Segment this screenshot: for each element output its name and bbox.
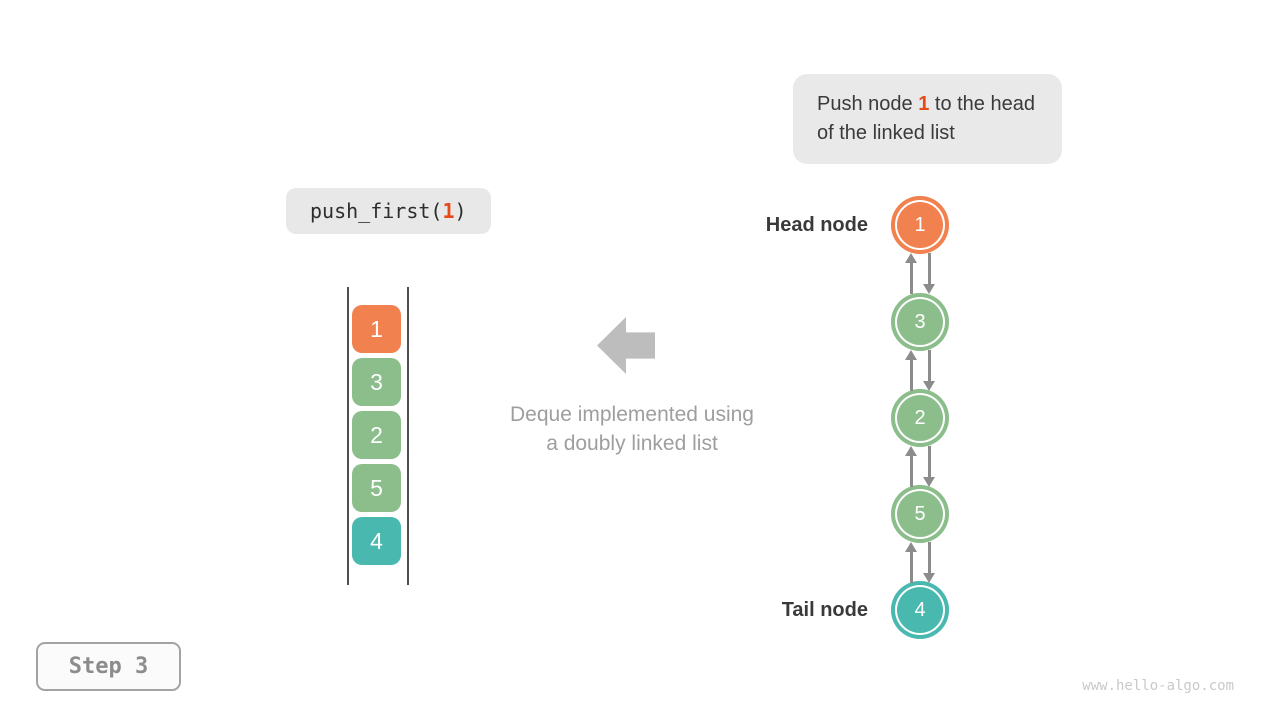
tail-node-label: Tail node: [781, 599, 868, 621]
node-value: 2: [914, 406, 926, 429]
list-node-head: 1: [891, 196, 949, 254]
link-arrows: [891, 350, 949, 391]
callout-highlight: 1: [918, 93, 930, 115]
down-arrow-icon: [923, 350, 935, 391]
link-arrows: [891, 542, 949, 583]
link-arrows: [891, 446, 949, 487]
callout-text: Push node: [817, 93, 919, 115]
stack-cell: 1: [352, 305, 401, 353]
list-node: 2: [891, 389, 949, 447]
callout-text: to the head of the linked list: [817, 93, 1035, 144]
link-arrows: [891, 253, 949, 294]
up-arrow-icon: [905, 542, 917, 583]
code-label: push_first(1): [286, 188, 491, 234]
watermark: www.hello-algo.com: [1082, 678, 1234, 694]
step-badge: Step 3: [36, 642, 181, 691]
node-value: 5: [914, 502, 926, 525]
left-arrow-icon: [597, 317, 655, 374]
list-node-tail: 4: [891, 581, 949, 639]
stack-cell: 4: [352, 517, 401, 565]
array-rail-left: [347, 287, 349, 585]
deque-note: Deque implemented using a doubly linked …: [460, 400, 804, 458]
node-value: 1: [914, 213, 926, 236]
node-value: 3: [914, 310, 926, 333]
code-arg-highlight: 1: [442, 199, 455, 223]
stack-cell: 2: [352, 411, 401, 459]
down-arrow-icon: [923, 253, 935, 294]
code-text: ): [454, 199, 467, 223]
head-node-label: Head node: [765, 214, 868, 236]
down-arrow-icon: [923, 542, 935, 583]
instruction-callout: Push node 1 to the head of the linked li…: [793, 74, 1062, 164]
list-node: 3: [891, 293, 949, 351]
down-arrow-icon: [923, 446, 935, 487]
code-text: push_first(: [310, 199, 443, 223]
deque-note-line1: Deque implemented using: [510, 403, 754, 426]
stack-cell: 3: [352, 358, 401, 406]
up-arrow-icon: [905, 350, 917, 391]
up-arrow-icon: [905, 446, 917, 487]
array-rail-right: [407, 287, 409, 585]
stack-cell: 5: [352, 464, 401, 512]
node-value: 4: [914, 598, 926, 621]
deque-array: 1 3 2 5 4: [352, 305, 401, 565]
deque-note-line2: a doubly linked list: [546, 432, 718, 455]
list-node: 5: [891, 485, 949, 543]
up-arrow-icon: [905, 253, 917, 294]
